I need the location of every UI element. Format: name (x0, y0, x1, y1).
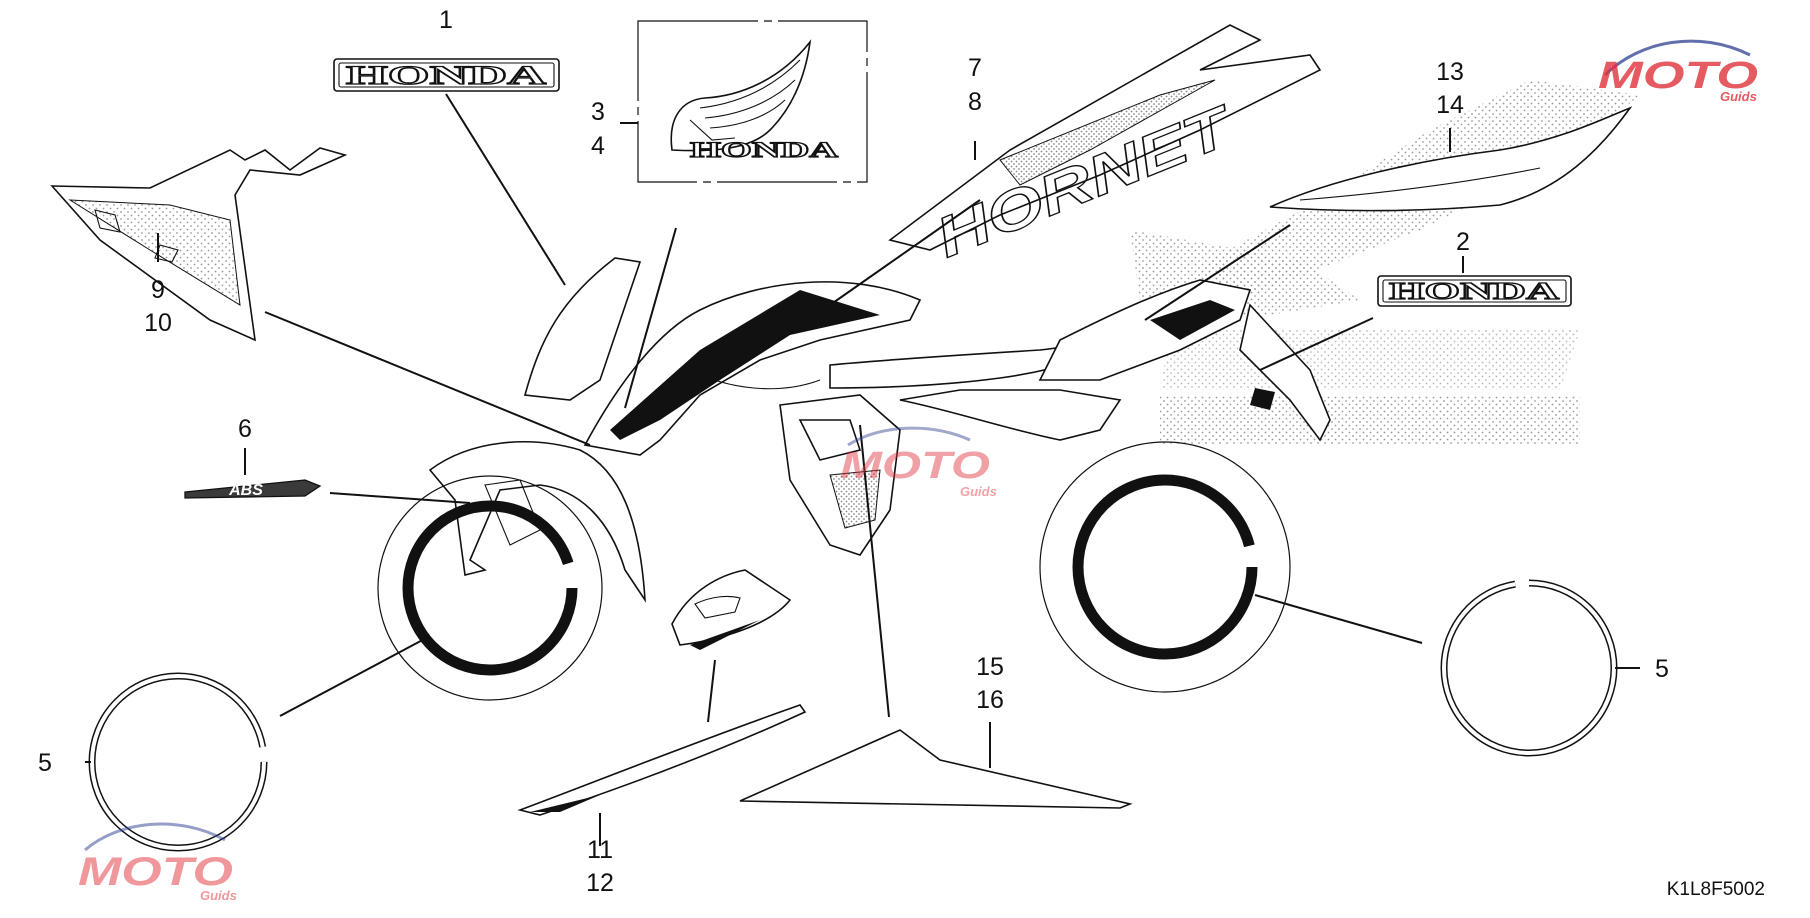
callout-16: 16 (976, 686, 1004, 714)
callout-12: 12 (586, 869, 614, 897)
part-3-brand-text: HONDA (690, 137, 838, 162)
callout-4: 4 (591, 132, 605, 160)
watermark-top-right: MOTO Guids (1598, 39, 1758, 104)
callout-13: 13 (1436, 58, 1464, 86)
part-9-10-shroud-decal (50, 147, 348, 342)
part-11-12-side-stripe (517, 569, 807, 816)
front-wheel (377, 475, 603, 701)
callout-3: 3 (591, 98, 605, 126)
watermark-brand-text: MOTO (840, 445, 990, 487)
part-2-brand-text: HONDA (1389, 279, 1560, 305)
watermark-swoosh-icon (847, 426, 971, 447)
watermark-sub-text: Guids (200, 888, 237, 903)
callout-1: 1 (439, 6, 453, 34)
callout-7: 7 (968, 54, 982, 82)
part-6-abs-text: ABS (228, 482, 263, 499)
part-5-rim-stripe-left (88, 672, 268, 852)
callout-8: 8 (968, 88, 982, 116)
watermark-sub-text: Guids (960, 484, 997, 499)
watermark-center: MOTO Guids (840, 426, 997, 499)
part-1-brand-text: HONDA (346, 61, 546, 90)
catalog-code: K1L8F5002 (1667, 879, 1765, 900)
watermark-brand-text: MOTO (78, 850, 233, 894)
callout-14: 14 (1436, 91, 1464, 119)
watermark-sub-text: Guids (1720, 89, 1757, 104)
watermark-swoosh-icon (1603, 39, 1751, 77)
part-2-honda-emblem: HONDA (1377, 275, 1572, 307)
part-5-rim-stripe-right (1440, 579, 1618, 757)
part-6-abs-emblem: ABS (184, 479, 322, 499)
part-1-honda-emblem: HONDA (333, 58, 560, 92)
callout-11: 11 (587, 836, 613, 864)
leader-lines (85, 93, 1640, 846)
watermark-bottom-left: MOTO Guids (78, 822, 237, 903)
callout-labels: 1 2 3 4 5 5 6 7 8 9 10 11 12 13 14 15 16 (38, 6, 1669, 897)
callout-15: 15 (976, 653, 1004, 681)
callout-9: 9 (151, 276, 165, 304)
callout-5-left: 5 (38, 749, 52, 777)
watermark-brand-text: MOTO (1598, 55, 1758, 97)
callout-2: 2 (1456, 228, 1470, 256)
part-3-4-wing-emblem: HONDA (637, 20, 868, 183)
part-7-8-hornet-stripe: HORNET (888, 24, 1322, 270)
rear-wheel (1039, 441, 1291, 693)
watermark-swoosh-icon (84, 822, 226, 852)
callout-10: 10 (144, 309, 172, 337)
callout-6: 6 (238, 415, 252, 443)
motorcycle-outline (428, 257, 1331, 603)
part-15-16-triangle-decal (739, 729, 1133, 809)
callout-5-right: 5 (1655, 655, 1669, 683)
part-13-14-tail-stripe (1269, 106, 1633, 212)
